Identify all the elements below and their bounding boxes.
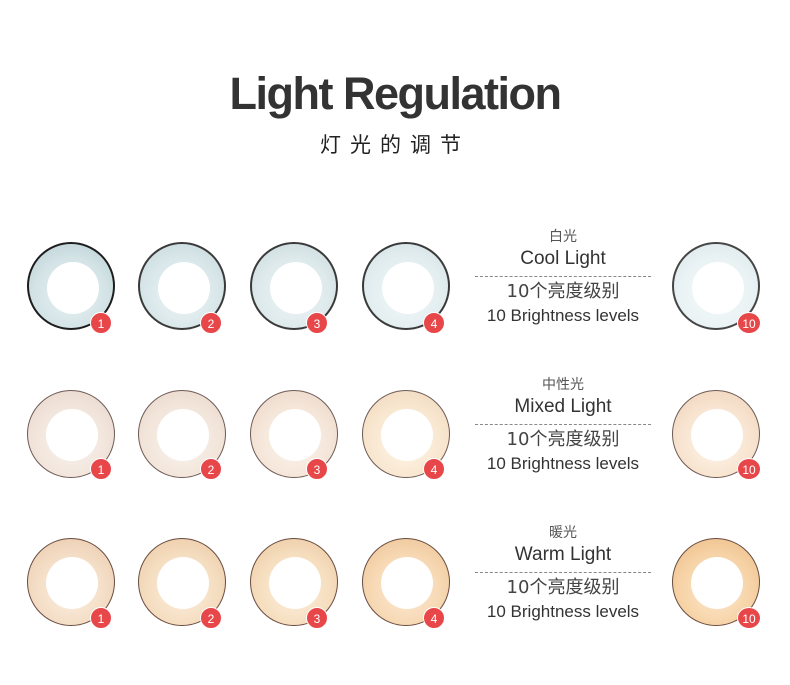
cn-brightness-levels: 10个亮度级别 [506,281,620,302]
en-brightness-levels: 10 Brightness levels [486,306,640,325]
ring-hole [46,409,98,461]
warm-light-row: 1 2 3 4 暖光 Warm Light 10个亮度级别 10 Brightn… [0,525,790,668]
level-badge: 10 [737,607,761,629]
ring-hole [381,557,433,609]
en-light-name: Mixed Light [514,396,612,417]
dashed-divider [475,572,651,573]
level-badge: 4 [423,458,445,480]
ring-hole [47,262,99,314]
level-badge: 3 [306,312,328,334]
level-badge: 1 [90,458,112,480]
ring-hole [382,262,434,314]
page-subtitle: 灯光的调节 [320,133,470,157]
ring-light-level-1 [27,538,115,626]
ring-hole [270,262,322,314]
level-badge: 10 [737,458,761,480]
cool-light-row: 1 2 3 4 白光 Cool Light 10个亮度级别 10 Brightn… [0,229,790,372]
cn-light-name: 中性光 [542,377,584,393]
page-title: Light Regulation [229,68,562,119]
ring-hole [157,557,209,609]
mixed-light-label: 中性光 Mixed Light 10个亮度级别 10 Brightness le… [470,376,656,475]
ring-hole [692,262,744,314]
ring-hole [269,409,321,461]
ring-light-level-4 [362,390,450,478]
dashed-divider [475,424,651,425]
ring-hole [158,262,210,314]
level-badge: 4 [423,607,445,629]
ring-light-level-1 [27,242,115,330]
level-badge: 1 [90,607,112,629]
ring-hole [381,409,433,461]
cn-brightness-levels: 10个亮度级别 [506,577,620,598]
ring-hole [46,557,98,609]
ring-hole [691,409,743,461]
level-badge: 2 [200,607,222,629]
en-brightness-levels: 10 Brightness levels [486,602,640,621]
ring-light-level-10 [672,538,760,626]
level-badge: 2 [200,312,222,334]
level-badge: 1 [90,312,112,334]
warm-light-label: 暖光 Warm Light 10个亮度级别 10 Brightness leve… [470,524,656,623]
en-light-name: Cool Light [520,248,606,269]
en-brightness-levels: 10 Brightness levels [486,454,640,473]
cn-brightness-levels: 10个亮度级别 [506,429,620,450]
cn-light-name: 暖光 [549,525,577,541]
level-badge: 4 [423,312,445,334]
mixed-light-row: 1 2 3 4 中性光 Mixed Light 10个亮度级别 10 Brigh… [0,377,790,520]
level-badge: 3 [306,458,328,480]
ring-hole [157,409,209,461]
level-badge: 10 [737,312,761,334]
cool-light-label: 白光 Cool Light 10个亮度级别 10 Brightness leve… [470,228,656,327]
ring-hole [691,557,743,609]
cn-light-name: 白光 [549,229,577,245]
level-badge: 2 [200,458,222,480]
level-badge: 3 [306,607,328,629]
en-light-name: Warm Light [514,544,612,565]
dashed-divider [475,276,651,277]
ring-hole [269,557,321,609]
